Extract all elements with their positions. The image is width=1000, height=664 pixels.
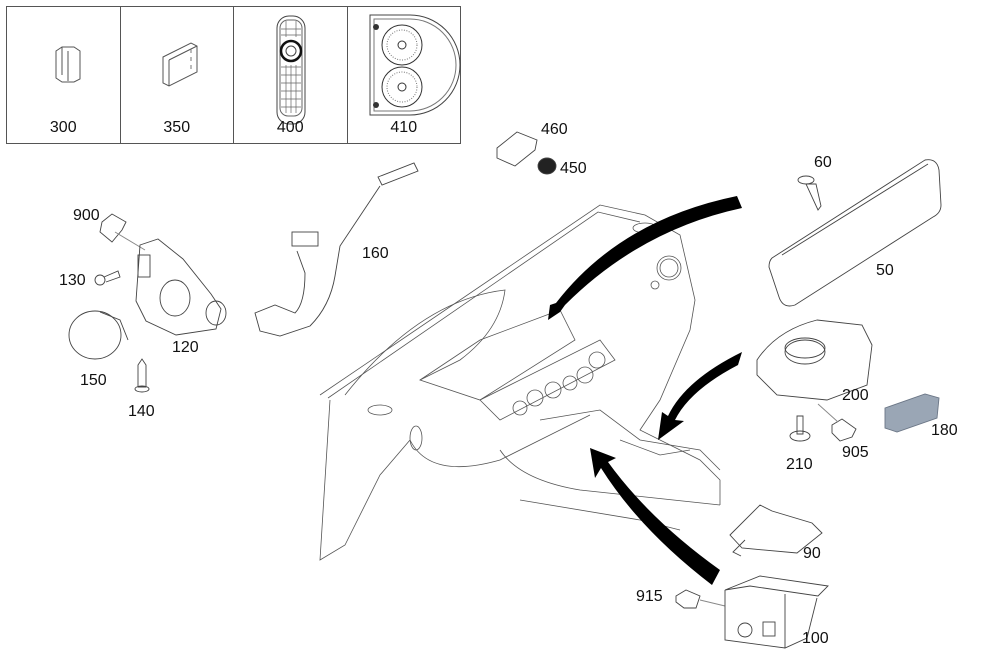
callout-905: 905 [842,444,869,461]
callout-460: 460 [541,121,568,138]
part-60-screw[interactable] [797,175,822,211]
module-plate-icon [162,42,197,87]
legend-label: 410 [390,119,418,136]
part-120-housing[interactable] [135,238,227,336]
part-210-clip[interactable] [789,415,811,442]
callout-60: 60 [814,154,832,171]
dashboard-outline [319,204,721,561]
callout-120: 120 [172,339,199,356]
part-460-sensor[interactable] [496,131,538,167]
callout-210: 210 [786,456,813,473]
part-915-connector-flag[interactable] [675,589,726,609]
callout-50: 50 [876,262,894,279]
legend-cell-300[interactable]: 300 [7,7,121,143]
callout-450: 450 [560,160,587,177]
callout-200: 200 [842,387,869,404]
callout-915: 915 [636,588,663,605]
legend-label: 300 [49,119,77,136]
part-900-connector-flag[interactable] [99,213,146,251]
legend-label: 400 [276,119,304,136]
callout-150: 150 [80,372,107,389]
remote-control-icon [276,15,306,125]
legend-cell-400[interactable]: 400 [234,7,348,143]
callout-90: 90 [803,545,821,562]
part-200-controller[interactable] [756,319,873,401]
part-50-display[interactable] [768,159,942,307]
legend-cell-350[interactable]: 350 [121,7,234,143]
callout-160: 160 [362,245,389,262]
part-150-cover-cap[interactable] [68,310,129,360]
part-100-head-unit[interactable] [724,575,829,649]
callout-130: 130 [59,272,86,289]
callout-180: 180 [931,422,958,439]
part-140-screw[interactable] [134,358,150,393]
part-130-screw[interactable] [94,270,121,286]
arrow-controller [658,352,742,440]
part-450-tweeter[interactable] [537,157,557,175]
part-90-bracket[interactable] [729,504,823,557]
small-cap-icon [55,46,81,83]
part-905-connector-flag[interactable] [817,403,857,442]
part-180-usb-module[interactable] [884,393,940,433]
part-160-duct[interactable] [254,162,419,337]
legend-cell-410[interactable]: 410 [348,7,461,143]
arrow-headunit [590,448,720,585]
arrow-display [548,196,742,320]
assembly-arrows [548,196,742,585]
dual-speaker-holder-icon [369,14,460,116]
legend-box: 300 350 400 [6,6,461,144]
callout-900: 900 [73,207,100,224]
callout-140: 140 [128,403,155,420]
legend-label: 350 [163,119,191,136]
callout-100: 100 [802,630,829,647]
